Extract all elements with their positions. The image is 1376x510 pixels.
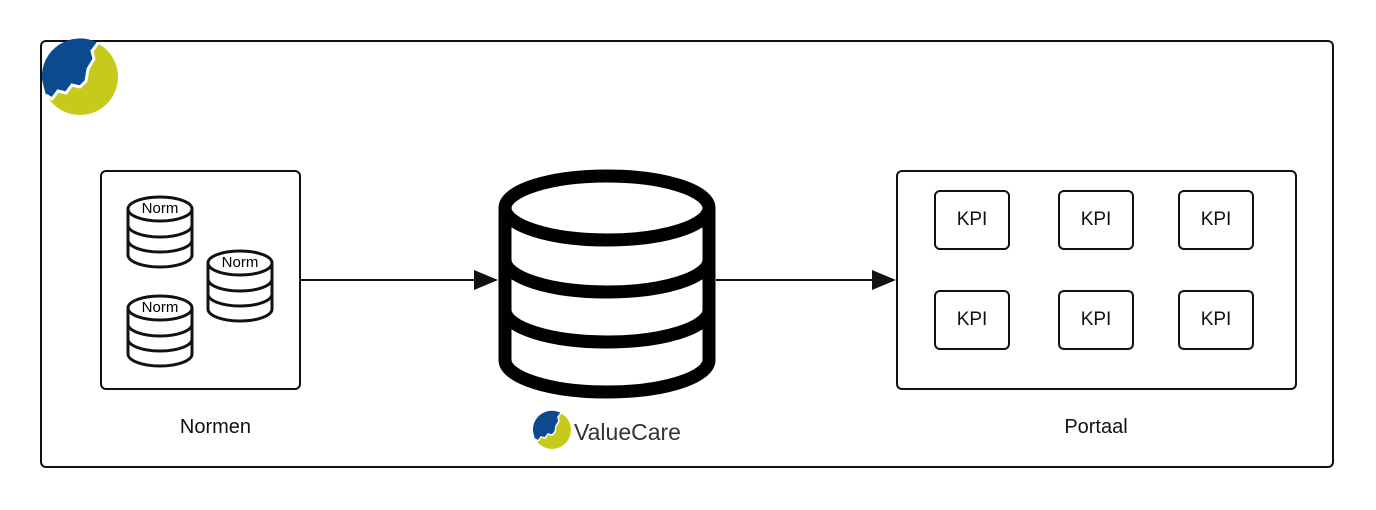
kpi-tile: KPI	[1178, 190, 1254, 250]
kpi-tile: KPI	[1058, 290, 1134, 350]
normen-label: Normen	[179, 416, 252, 438]
kpi-tile: KPI	[934, 290, 1010, 350]
norm-db-label: Norm	[141, 200, 179, 217]
valuecare-brand-text: ValueCare	[574, 419, 681, 445]
kpi-tile: KPI	[934, 190, 1010, 250]
central-database-icon	[498, 169, 716, 399]
diagram-frame	[40, 40, 1334, 468]
norm-db-label: Norm	[221, 254, 259, 271]
norm-db-label: Norm	[141, 299, 179, 316]
kpi-tile: KPI	[1058, 190, 1134, 250]
portaal-label: Portaal	[1064, 416, 1128, 438]
kpi-tile: KPI	[1178, 290, 1254, 350]
